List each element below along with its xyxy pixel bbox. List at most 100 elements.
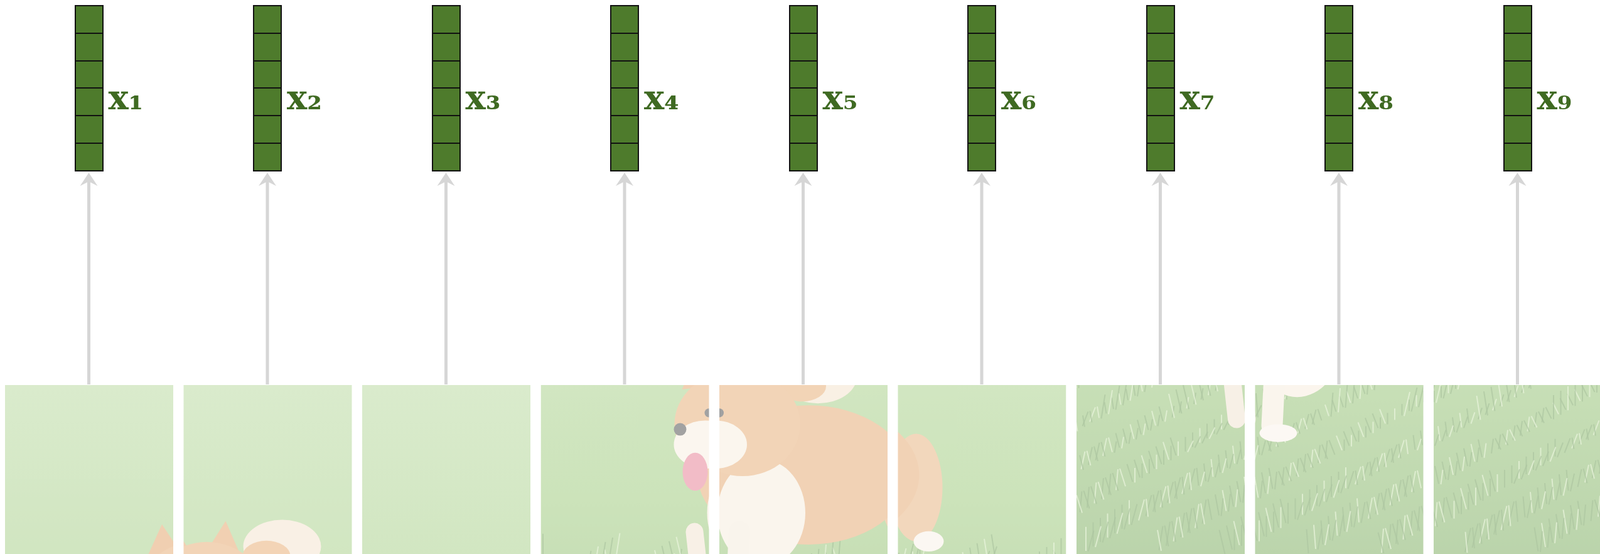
vector-cell [968, 114, 995, 143]
arrow-shaft [980, 180, 984, 385]
vector-cell [75, 60, 103, 88]
vector-cell [790, 87, 817, 115]
arrow-head [1151, 172, 1170, 186]
vector-column [1503, 5, 1533, 172]
vector-column [1146, 5, 1176, 172]
vector-cell [611, 114, 638, 143]
vector-cell [790, 32, 817, 61]
vector-label: x₇ [1180, 80, 1216, 115]
embedding-vector: x₇ [1146, 5, 1216, 172]
vector-column [967, 5, 997, 172]
arrow-head [972, 172, 991, 186]
vector-cell [611, 87, 638, 115]
vector-cell [433, 60, 460, 88]
vector-cell [75, 142, 103, 171]
vector-cell [1147, 6, 1174, 33]
image-patch [1091, 45, 1600, 554]
embedding-vector: x₄ [610, 5, 680, 172]
arrow-shaft [87, 180, 91, 385]
vector-cell [1325, 60, 1353, 88]
arrow-head [615, 172, 634, 186]
vector-cell [433, 114, 460, 143]
vector-cell [433, 142, 460, 171]
embedding-vector: x₈ [1324, 5, 1394, 172]
vector-cell [968, 32, 995, 61]
patch-image [1091, 45, 1600, 554]
vector-cell [968, 6, 995, 33]
arrow-head [80, 172, 98, 186]
vector-cell [790, 142, 817, 171]
vector-column [610, 5, 639, 172]
vector-cell [254, 142, 281, 171]
vector-cell [254, 60, 281, 88]
vector-cell [75, 114, 103, 143]
vector-cell [1325, 6, 1353, 33]
vector-cell [611, 32, 638, 61]
vector-cell [1325, 87, 1353, 115]
vector-cell [254, 87, 281, 115]
vector-cell [1504, 32, 1531, 61]
vector-cell [611, 60, 638, 88]
vector-cell [968, 60, 995, 88]
vector-cell [611, 6, 638, 33]
vector-label: x₂ [286, 80, 323, 115]
arrow-head [258, 172, 277, 186]
vector-cell [1325, 32, 1353, 61]
arrow-shaft [1158, 180, 1162, 385]
vector-cell [1147, 114, 1174, 143]
embedding-vector: x₃ [431, 5, 501, 172]
image-patches [0, 45, 1600, 554]
arrow-head [1330, 172, 1348, 186]
vector-cell [1147, 32, 1174, 61]
vector-cell [254, 6, 281, 33]
vector-cell [968, 87, 995, 115]
vector-column [431, 5, 461, 172]
vector-label: x₄ [644, 80, 680, 115]
vector-cell [790, 60, 817, 88]
vector-cell [1147, 60, 1174, 88]
vector-cell [1147, 87, 1174, 115]
vector-cell [75, 32, 103, 61]
vector-cell [1504, 6, 1531, 33]
image-patch [556, 215, 1071, 554]
vector-cell [433, 32, 460, 61]
vector-cell [254, 32, 281, 61]
vector-cell [1504, 87, 1531, 115]
vector-cell [1504, 114, 1531, 143]
arrow-shaft [1515, 180, 1520, 385]
vector-column [1324, 5, 1354, 172]
vector-cell [433, 6, 460, 33]
patch-arrows [80, 172, 1527, 385]
vector-cell [790, 6, 817, 33]
vector-column [789, 5, 818, 172]
arrow-head [437, 172, 456, 186]
vector-cell [1504, 142, 1531, 171]
vector-column [252, 5, 282, 172]
vector-label: x₉ [1537, 80, 1573, 115]
embedding-vector: x₂ [252, 5, 323, 172]
vector-label: x₅ [822, 80, 859, 115]
vector-label: x₆ [1001, 80, 1037, 115]
arrow-head [1508, 172, 1527, 186]
vector-label: x₁ [108, 80, 144, 115]
arrow-shaft [1337, 180, 1341, 385]
embedding-vector: x₅ [789, 5, 859, 172]
arrow-shaft [444, 180, 448, 385]
embedding-vector: x₆ [967, 5, 1037, 172]
vector-cell [75, 6, 103, 33]
embedding-vector: x₉ [1503, 5, 1573, 172]
arrow-shaft [801, 180, 805, 385]
vector-cell [1325, 142, 1353, 171]
vector-label: x₃ [465, 80, 501, 115]
vector-cell [75, 87, 103, 115]
vector-cell [968, 142, 995, 171]
arrow-shaft [266, 180, 270, 385]
vector-cell [790, 114, 817, 143]
vector-cell [611, 142, 638, 171]
vector-cell [1325, 114, 1353, 143]
arrow-head [794, 172, 813, 186]
vector-cell [433, 87, 460, 115]
image-patch [20, 384, 535, 554]
embedding-vector: x₁ [74, 5, 144, 172]
